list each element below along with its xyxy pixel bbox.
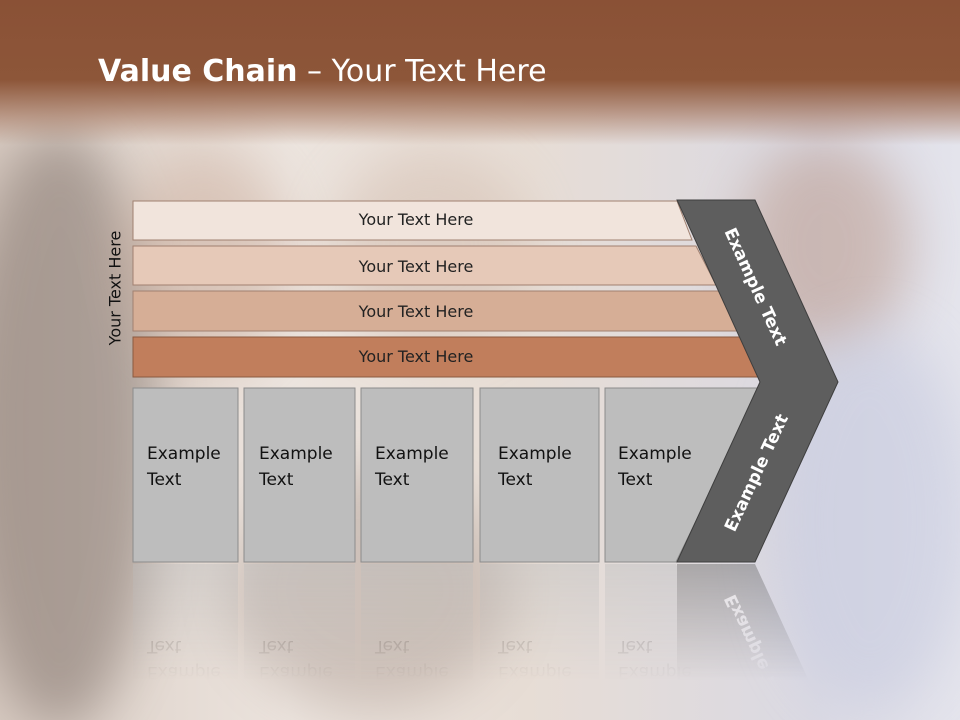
band-3-label: Your Text Here <box>358 302 474 321</box>
chevron-arrow <box>676 199 839 563</box>
reflection-box-2-line2: Text <box>258 636 294 656</box>
band-2-label: Your Text Here <box>358 257 474 276</box>
box-4-line1: Example <box>498 444 572 464</box>
box-3-line2: Text <box>374 470 410 490</box>
title-bold: Value Chain <box>98 54 298 89</box>
box-4-line2: Text <box>497 470 533 490</box>
activity-box-4 <box>479 387 600 563</box>
reflection-box-5-line2: Text <box>617 636 653 656</box>
box-2-line2: Text <box>258 470 294 490</box>
reflection-box-3-line1: Example <box>375 662 449 682</box>
slide-title: Value Chain – Your Text Here <box>98 54 547 89</box>
box-3-line1: Example <box>375 444 449 464</box>
box-2-line1: Example <box>259 444 333 464</box>
reflection-box-3-line2: Text <box>374 636 410 656</box>
reflection-box-5-line1: Example <box>618 662 692 682</box>
box-5-line2: Text <box>617 470 653 490</box>
title-bar <box>0 0 960 145</box>
band-1 <box>132 200 693 241</box>
band-1-label: Your Text Here <box>358 210 474 229</box>
activity-box-5 <box>604 387 762 563</box>
title-rest: – Your Text Here <box>297 54 547 89</box>
box-5-line1: Example <box>618 444 692 464</box>
reflection-box-1-line1: Example <box>147 662 221 682</box>
diagram-main: Your Text Here Your Text Here Your Text … <box>132 199 839 563</box>
reflection-box-2-line1: Example <box>259 662 333 682</box>
reflection-box-4-line2: Text <box>497 636 533 656</box>
diagram-reflection: Example Text Example Text Example Text E… <box>133 564 827 720</box>
box-1-line2: Text <box>146 470 182 490</box>
activity-box-3 <box>360 387 474 563</box>
activity-box-1 <box>132 387 239 563</box>
box-1-line1: Example <box>147 444 221 464</box>
band-4-label: Your Text Here <box>358 347 474 366</box>
activity-box-2 <box>243 387 356 563</box>
reflection-box-4-line1: Example <box>498 662 572 682</box>
reflection-box-1-line2: Text <box>146 636 182 656</box>
